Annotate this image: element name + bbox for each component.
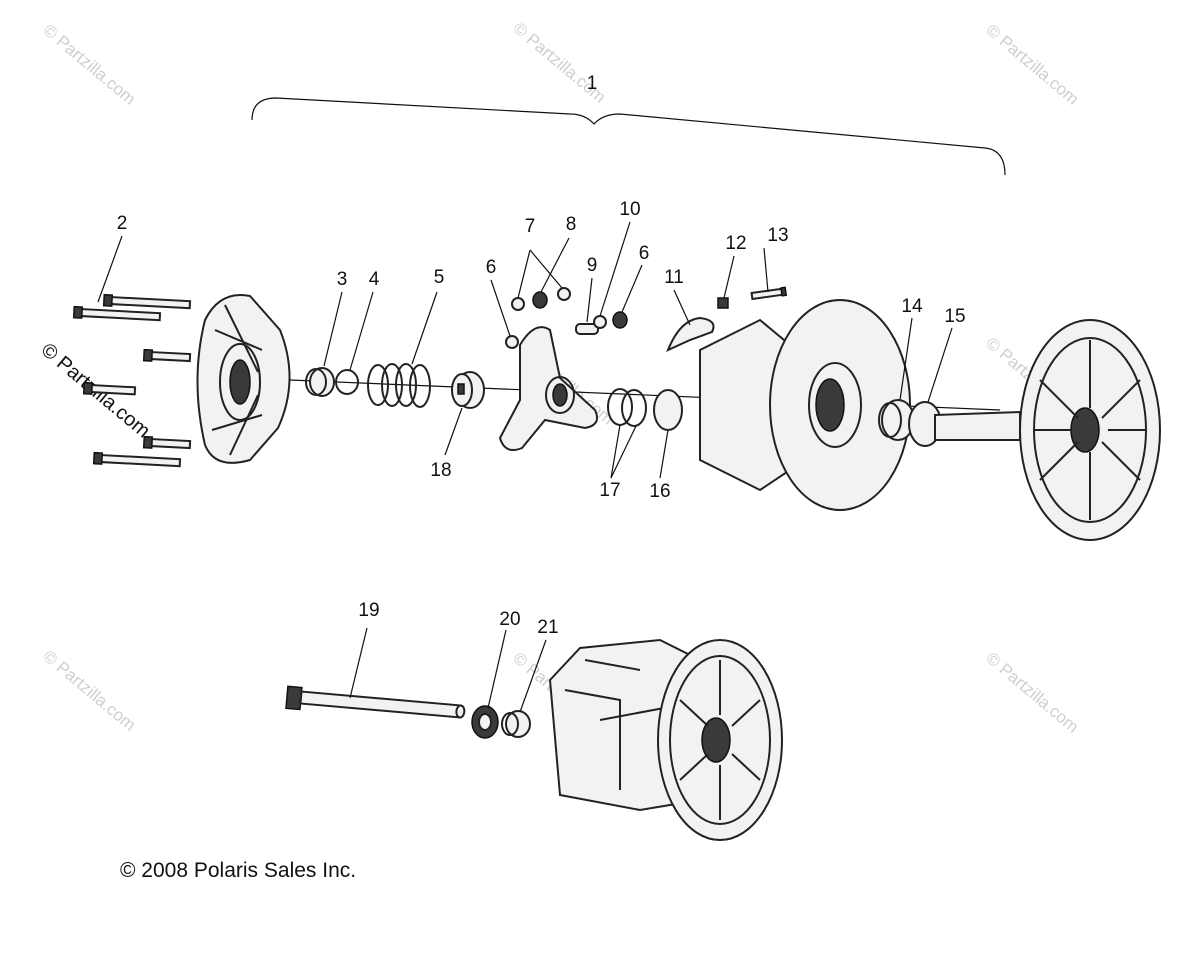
callout-15: 15 xyxy=(944,306,965,327)
bushing-18 xyxy=(451,371,485,409)
callout-9: 9 xyxy=(587,255,598,276)
assembled-clutch xyxy=(548,638,783,841)
callout-12: 12 xyxy=(725,233,746,254)
callout-16: 16 xyxy=(649,481,670,502)
spring-5 xyxy=(367,363,431,408)
callout-20: 20 xyxy=(499,609,520,630)
callout-6-left: 6 xyxy=(486,257,497,278)
callout-6-right: 6 xyxy=(639,243,650,264)
bushing-14 xyxy=(878,399,915,441)
callout-13: 13 xyxy=(767,225,788,246)
pin-9 xyxy=(575,323,599,335)
copyright-notice: © 2008 Polaris Sales Inc. xyxy=(120,859,356,882)
assembly-brace xyxy=(251,97,1006,176)
washer-20 xyxy=(471,705,499,739)
callout-5: 5 xyxy=(434,267,445,288)
roller-6 xyxy=(612,311,628,329)
leader-lines xyxy=(97,221,953,713)
bolt-19 xyxy=(285,685,466,719)
washer-10 xyxy=(593,315,607,329)
callout-21: 21 xyxy=(537,617,558,638)
callout-2: 2 xyxy=(117,213,128,234)
callout-19: 19 xyxy=(358,600,379,621)
bolts xyxy=(72,293,192,468)
callout-labels: 1 2 3 4 5 6 7 8 9 10 6 11 12 13 14 15 18… xyxy=(117,73,966,638)
callout-4: 4 xyxy=(369,269,380,290)
fixed-sheave xyxy=(934,319,1161,541)
ring-16 xyxy=(653,389,683,431)
cover-plate xyxy=(196,294,291,464)
ring-4 xyxy=(335,369,359,395)
movable-sheave xyxy=(699,299,911,511)
callout-1: 1 xyxy=(587,73,598,94)
bolt-13 xyxy=(750,286,788,301)
spacer-21 xyxy=(501,710,531,738)
callout-14: 14 xyxy=(901,296,923,317)
callout-18: 18 xyxy=(430,460,451,481)
spider xyxy=(498,326,598,451)
weight-11 xyxy=(666,316,715,352)
callout-7: 7 xyxy=(525,216,536,237)
callout-3: 3 xyxy=(337,269,348,290)
watermark-top-right: © Partzilla.com xyxy=(982,21,1082,109)
callout-8: 8 xyxy=(566,214,577,235)
watermark-low-right: © Partzilla.com xyxy=(982,649,1082,737)
bushing-3 xyxy=(305,367,335,397)
watermark-top-left: © Partzilla.com xyxy=(39,21,139,109)
callout-17: 17 xyxy=(599,480,620,501)
callout-11: 11 xyxy=(664,267,684,288)
rollers-7-8 xyxy=(511,287,571,311)
callout-10: 10 xyxy=(619,199,640,220)
nut-12 xyxy=(717,297,729,309)
watermark-low-left: © Partzilla.com xyxy=(39,647,139,735)
